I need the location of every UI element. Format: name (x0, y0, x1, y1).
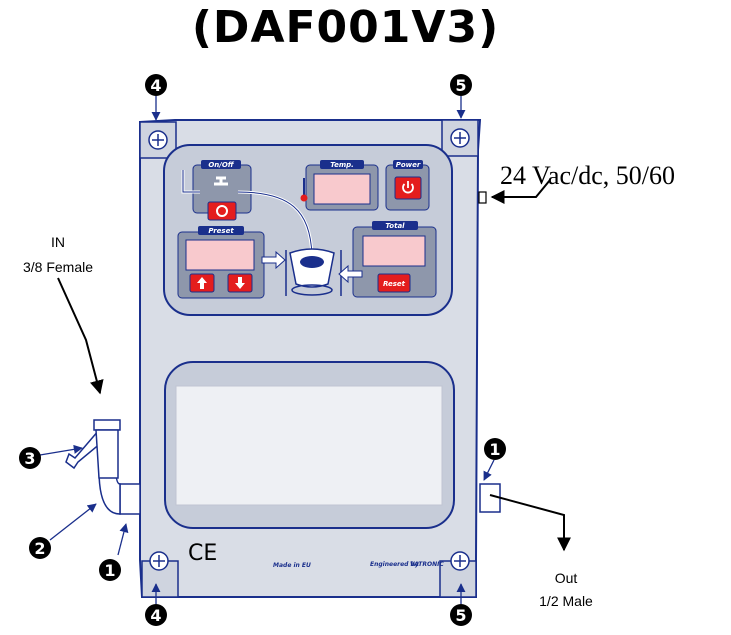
badge-5-bottom: 5 (450, 604, 472, 626)
svg-text:4: 4 (150, 76, 161, 95)
badge-4-bottom: 4 (145, 604, 167, 626)
diagram-title: (DAF001V3) (191, 2, 500, 53)
power-jack (478, 191, 487, 204)
preset-label: Preset (208, 227, 234, 235)
reset-label: Reset (383, 280, 406, 288)
badge-1-left: 1 (99, 559, 121, 581)
inlet-label-line1: IN (51, 234, 65, 250)
screw-top-left (139, 121, 177, 159)
svg-text:1: 1 (489, 440, 500, 459)
brand-label: VATRONIC (410, 561, 444, 568)
glass-icon (285, 248, 342, 296)
svg-text:5: 5 (455, 606, 466, 625)
onoff-label: On/Off (208, 161, 234, 169)
temp-module: Temp. (300, 160, 379, 211)
outlet-label-line1: Out (555, 570, 578, 586)
inlet-stub (119, 483, 141, 515)
power-supply-label: 24 Vac/dc, 50/60 (500, 161, 675, 190)
power-module: Power (385, 160, 430, 211)
temp-label: Temp. (330, 161, 354, 169)
onoff-module: On/Off (192, 160, 252, 221)
arrow-preset-to-glass (261, 250, 286, 270)
svg-text:2: 2 (34, 539, 45, 558)
svg-text:3: 3 (24, 449, 35, 468)
badge-2: 2 (29, 537, 51, 559)
outlet-label-line2: 1/2 Male (539, 593, 593, 609)
arrow-outlet (489, 494, 571, 552)
screw-top-right (441, 119, 479, 157)
total-label: Total (385, 222, 405, 230)
badge-4-top: 4 (145, 74, 167, 96)
power-label: Power (396, 161, 421, 169)
made-in-label: Made in EU (273, 562, 311, 569)
preset-module: Preset (177, 226, 265, 299)
ce-mark: CE (188, 541, 217, 566)
badge-3: 3 (19, 447, 41, 469)
arrow-power (490, 179, 551, 204)
inlet-label-line2: 3/8 Female (23, 259, 93, 275)
badge-5-top: 5 (450, 74, 472, 96)
svg-text:4: 4 (150, 606, 161, 625)
arrow-glass-to-total (338, 264, 363, 284)
svg-text:5: 5 (455, 76, 466, 95)
total-module: Total Reset (352, 221, 437, 298)
svg-text:1: 1 (104, 561, 115, 580)
badge-1-right: 1 (484, 438, 506, 460)
engineered-by-label: Engineered by (370, 561, 420, 568)
outlet-stub (479, 483, 501, 513)
arrow-inlet (57, 277, 104, 395)
